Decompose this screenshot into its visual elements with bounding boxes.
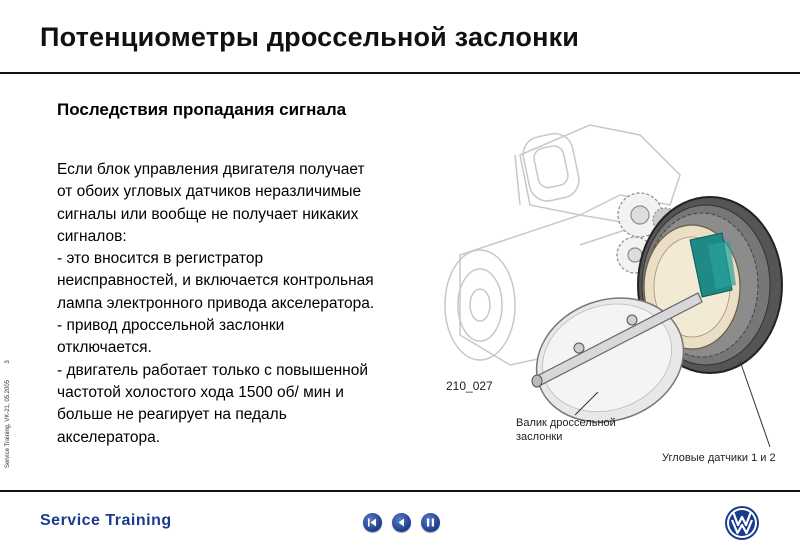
body-line: сигналы или вообще не получает никаких xyxy=(57,205,359,223)
body-text: Если блок управления двигателя получает … xyxy=(57,159,447,449)
body-line: от обоих угловых датчиков неразличимые xyxy=(57,183,362,201)
footer-divider xyxy=(0,490,800,492)
title-divider xyxy=(0,72,800,74)
first-icon xyxy=(368,518,376,527)
throttle-drawing xyxy=(444,124,783,448)
page-number: 3 xyxy=(5,360,11,364)
body-line: - это вносится в регистратор xyxy=(57,250,264,268)
side-caption: 3 Service Training, VK-21, 05.2005 xyxy=(2,358,14,490)
shaft-label-2: заслонки xyxy=(516,431,563,443)
shaft-label: Валик дроссельной xyxy=(516,417,616,429)
body-line: - двигатель работает только с повышенной xyxy=(57,361,369,379)
previous-slide-button[interactable] xyxy=(392,513,411,532)
pause-icon xyxy=(427,518,434,527)
footer-brand: Service Training xyxy=(40,512,172,529)
first-slide-button[interactable] xyxy=(363,513,382,532)
body-line: отключается. xyxy=(57,339,152,357)
body-line: акселератора. xyxy=(57,428,161,446)
body-line: больше не реагирует на педаль xyxy=(57,406,287,424)
slide-title: Потенциометры дроссельной заслонки xyxy=(40,22,580,52)
body-line: лампа электронного привода акселератора. xyxy=(57,294,375,312)
throttle-illustration xyxy=(440,95,800,475)
figure-code: 210_027 xyxy=(446,379,493,393)
body-line: сигналов: xyxy=(57,227,127,245)
sensors-label: Угловые датчики 1 и 2 xyxy=(662,452,776,464)
body-line: Если блок управления двигателя получает xyxy=(57,161,365,178)
leader-lines xyxy=(574,360,771,448)
slide-subtitle: Последствия пропадания сигнала xyxy=(57,100,347,119)
vw-logo xyxy=(724,505,760,541)
pause-button[interactable] xyxy=(421,513,440,532)
body-line: - привод дроссельной заслонки xyxy=(57,317,285,335)
throttle-shaft xyxy=(531,292,703,388)
side-caption-text: Service Training, VK-21, 05.2005 xyxy=(5,379,11,469)
body-line: частотой холостого хода 1500 об/ мин и xyxy=(57,383,344,401)
prev-icon xyxy=(398,518,404,527)
body-line: неисправностей, и включается контрольная xyxy=(57,272,374,290)
